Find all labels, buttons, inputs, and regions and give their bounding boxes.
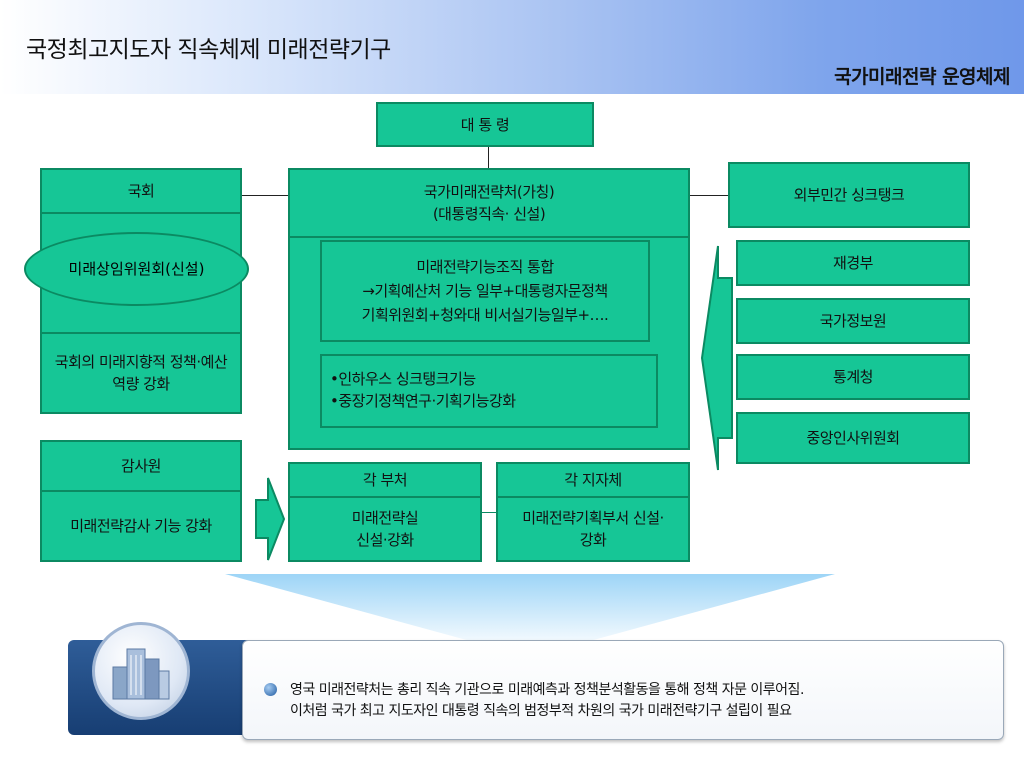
integration-box: 미래전략기능조직 통합 →기획예산처 기능 일부+대통령자문정책 기획위원회+청… <box>320 240 650 342</box>
president-label: 대 통 령 <box>460 115 510 134</box>
audit-title-box: 감사원 <box>40 440 242 492</box>
local-role-line1: 미래전략기획부서 신설· <box>522 509 664 527</box>
future-committee-ellipse: 미래상임위원회(신설) <box>24 232 249 306</box>
supporter-box-4: 중앙인사위원회 <box>736 412 970 464</box>
future-committee-label: 미래상임위원회(신설) <box>68 260 205 278</box>
connector-president-agency <box>488 146 489 169</box>
note-panel <box>242 640 1004 740</box>
assembly-role-box: 국회의 미래지향적 정책·예산 역량 강화 <box>40 332 242 414</box>
audit-role: 미래전략감사 기능 강화 <box>70 517 212 535</box>
ministries-role-line1: 미래전략실 <box>351 509 419 527</box>
supporter-label-1: 재경부 <box>833 254 873 272</box>
president-box: 대 통 령 <box>376 102 594 147</box>
supporter-label-4: 중앙인사위원회 <box>806 429 900 447</box>
ministries-role-line2: 신설·강화 <box>356 531 414 549</box>
page-subtitle: 국가미래전략 운영체제 <box>834 66 1010 88</box>
supporter-label-2: 국가정보원 <box>819 312 887 330</box>
connector-ministries-local <box>482 512 496 513</box>
thinktank-line1: •인하우스 싱크탱크기능 <box>330 370 476 388</box>
local-role-box: 미래전략기획부서 신설· 강화 <box>496 496 690 562</box>
assembly-title-box: 국회 <box>40 168 242 214</box>
note-line1: 영국 미래전략처는 총리 직속 기관으로 미래예측과 정책분석활동을 통해 정책… <box>290 682 804 698</box>
note-text: 영국 미래전략처는 총리 직속 기관으로 미래예측과 정책분석활동을 통해 정책… <box>290 680 804 722</box>
external-thinktank-box: 외부민간 싱크탱크 <box>728 162 970 228</box>
bullet-icon <box>264 683 277 696</box>
ministries-role-box: 미래전략실 신설·강화 <box>288 496 482 562</box>
supporters-arrow-icon <box>700 245 733 471</box>
agency-title-box: 국가미래전략처(가칭) (대통령직속· 신설) <box>288 168 690 238</box>
agency-title-line1: 국가미래전략처(가칭) <box>423 183 555 201</box>
supporter-box-2: 국가정보원 <box>736 298 970 344</box>
integration-line1: 미래전략기능조직 통합 <box>416 258 554 276</box>
local-role-line2: 강화 <box>579 531 607 549</box>
supporter-box-3: 통계청 <box>736 354 970 400</box>
assembly-title: 국회 <box>127 182 155 200</box>
audit-arrow-icon <box>255 477 286 561</box>
local-title: 각 지자체 <box>564 471 622 489</box>
integration-line2: →기획예산처 기능 일부+대통령자문정책 <box>362 282 608 300</box>
audit-role-box: 미래전략감사 기능 강화 <box>40 490 242 562</box>
connector-agency-external <box>688 195 728 196</box>
connector-assembly-agency <box>242 195 288 196</box>
external-thinktank-label: 외부민간 싱크탱크 <box>793 186 905 204</box>
integration-line3: 기획위원회+청와대 비서실기능일부+…. <box>361 306 609 324</box>
local-title-box: 각 지자체 <box>496 462 690 498</box>
page-title: 국정최고지도자 직속체제 미래전략기구 <box>26 37 391 63</box>
agency-title-line2: (대통령직속· 신설) <box>432 205 546 223</box>
buildings-icon <box>92 622 190 720</box>
thinktank-box: •인하우스 싱크탱크기능 •중장기정책연구·기획기능강화 <box>320 354 658 428</box>
assembly-role: 국회의 미래지향적 정책·예산 역량 강화 <box>54 353 228 393</box>
funnel-glow <box>225 574 835 644</box>
note-line2: 이처럼 국가 최고 지도자인 대통령 직속의 범정부적 차원의 국가 미래전략기… <box>290 703 792 719</box>
header-banner <box>0 0 1024 94</box>
ministries-title-box: 각 부처 <box>288 462 482 498</box>
supporter-label-3: 통계청 <box>833 368 873 386</box>
ministries-title: 각 부처 <box>362 471 408 489</box>
supporter-box-1: 재경부 <box>736 240 970 286</box>
thinktank-line2: •중장기정책연구·기획기능강화 <box>330 392 516 410</box>
audit-title: 감사원 <box>121 457 161 475</box>
